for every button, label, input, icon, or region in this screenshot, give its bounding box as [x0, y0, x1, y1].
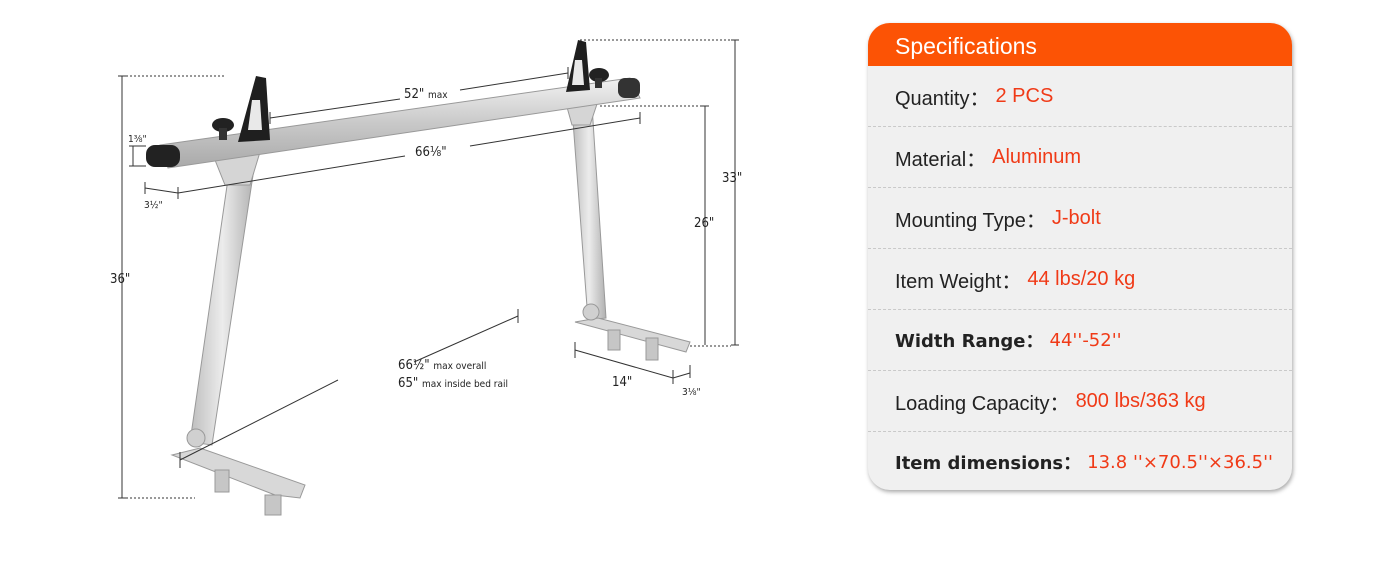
spec-value: 800 lbs/363 kg	[1075, 389, 1206, 412]
specifications-title: Specifications	[868, 23, 1292, 66]
dim-foot-length: 14"	[612, 375, 632, 390]
spec-row-mounting-type: Mounting Type：J-bolt	[868, 188, 1292, 249]
left-foot	[170, 447, 306, 499]
spec-label: Item Weight：	[895, 270, 1022, 293]
dim-total-height: 36"	[110, 272, 130, 287]
dim-overall-width: 66½" max overall	[398, 358, 486, 373]
spec-row-quantity: Quantity：2 PCS	[868, 66, 1292, 127]
right-leg	[571, 105, 607, 321]
spec-label: Mounting Type：	[895, 209, 1046, 232]
spec-label: Quantity：	[895, 87, 990, 110]
spec-label: Item dimensions：	[895, 453, 1082, 474]
dim-leg-height: 26"	[694, 216, 714, 231]
dim-rear-height: 33"	[722, 171, 742, 186]
left-leg	[189, 161, 256, 446]
spec-label: Material：	[895, 148, 987, 171]
spec-row-loading-capacity: Loading Capacity：800 lbs/363 kg	[868, 371, 1292, 432]
spec-value: J-bolt	[1051, 206, 1101, 229]
specifications-card: Specifications Quantity：2 PCS Material：A…	[868, 23, 1292, 490]
rack-illustration	[146, 40, 691, 516]
knob-icon	[212, 118, 234, 132]
spec-value: Aluminum	[992, 145, 1082, 168]
spec-value: 13.8 ''×70.5''×36.5''	[1087, 451, 1273, 473]
dim-stop-spacing: 52" max	[404, 87, 448, 102]
dimension-lines	[118, 39, 739, 499]
dimension-labels: 36" 33" 26" 1⅜" 3½" 66⅛" 52" max 66½" ma…	[110, 87, 742, 398]
ladder-rack-diagram: 36" 33" 26" 1⅜" 3½" 66⅛" 52" max 66½" ma…	[110, 39, 742, 516]
dim-bar-length: 66⅛"	[415, 145, 447, 160]
spec-row-material: Material：Aluminum	[868, 127, 1292, 188]
dim-bar-depth: 3½"	[144, 199, 163, 211]
knob-icon	[589, 68, 609, 82]
end-cap	[146, 145, 180, 167]
spec-row-item-dimensions: Item dimensions：13.8 ''×70.5''×36.5''	[868, 432, 1292, 490]
spec-value: 44 lbs/20 kg	[1027, 267, 1136, 290]
spec-value: 44''-52''	[1049, 329, 1122, 351]
dim-foot-width: 3⅛"	[682, 387, 701, 398]
spec-row-width-range: Width Range：44''-52''	[868, 310, 1292, 371]
dim-inside-width: 65" max inside bed rail	[398, 376, 508, 391]
spec-value: 2 PCS	[995, 84, 1054, 107]
right-foot	[574, 317, 691, 353]
spec-row-item-weight: Item Weight：44 lbs/20 kg	[868, 249, 1292, 310]
spec-label: Width Range：	[895, 331, 1044, 352]
dim-bar-height: 1⅜"	[128, 134, 147, 145]
spec-label: Loading Capacity：	[895, 392, 1070, 415]
